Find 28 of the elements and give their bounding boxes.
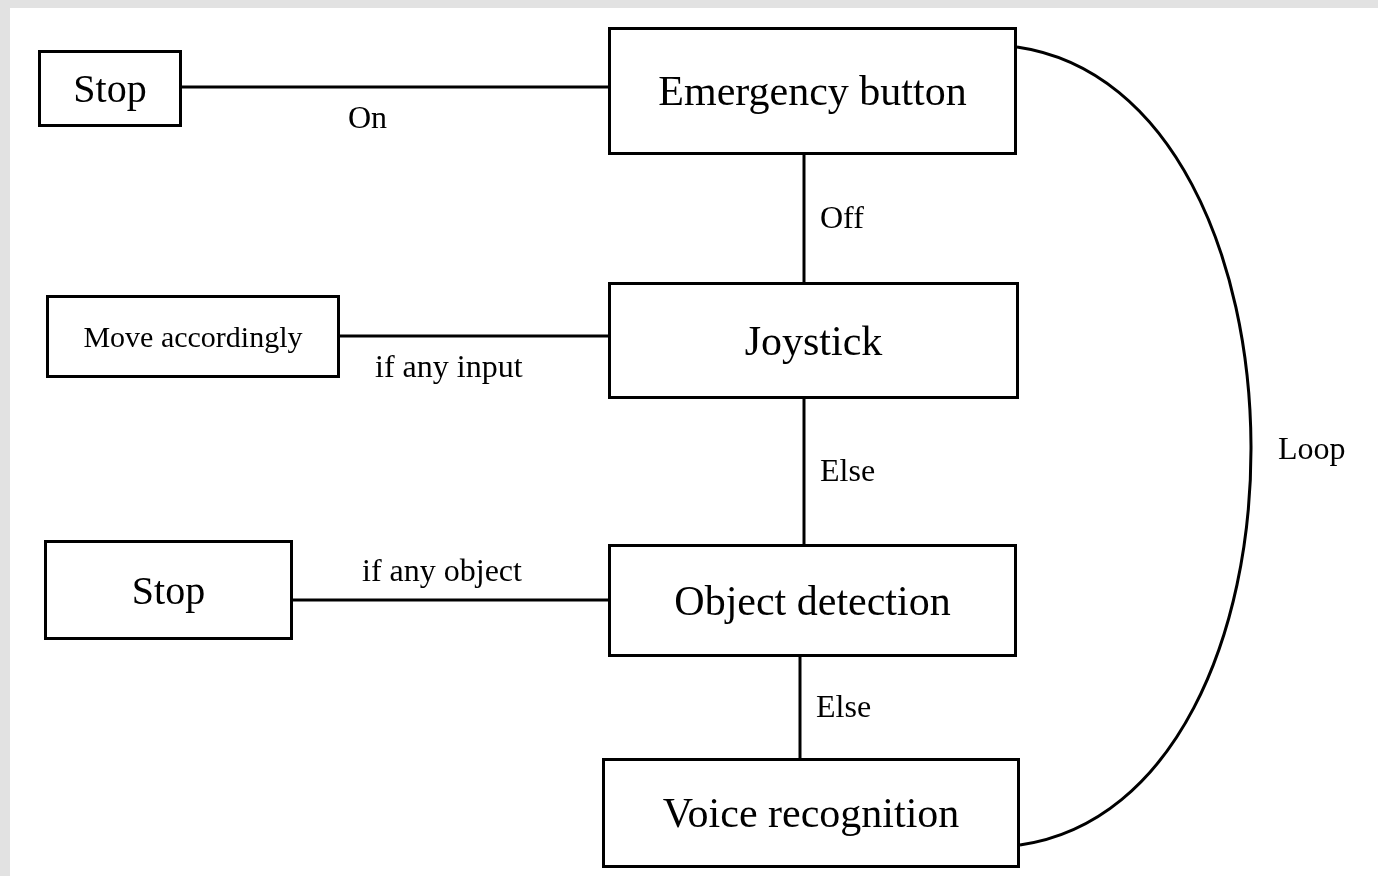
connector-line	[1016, 45, 1253, 847]
edge-label: Else	[816, 689, 872, 722]
edge-label: Loop	[1278, 432, 1346, 464]
edge-label: if any object	[362, 554, 522, 586]
connector-line	[798, 657, 802, 758]
edge-label: Off	[820, 200, 864, 233]
box-label: Joystick	[744, 316, 883, 365]
process-box	[608, 282, 1019, 399]
connector-line	[293, 598, 608, 602]
connector-line	[802, 155, 806, 282]
edge-label: Else	[820, 453, 876, 486]
box-label: Voice recognition	[662, 789, 960, 837]
connector-line	[340, 334, 608, 338]
process-box	[46, 295, 340, 378]
edge-label: On	[348, 101, 388, 133]
box-label: Object detection	[674, 576, 951, 625]
connector-line	[802, 399, 806, 544]
box-label: Stop	[73, 65, 147, 112]
process-box	[608, 544, 1017, 657]
process-box	[38, 50, 182, 127]
box-label: Move accordingly	[83, 319, 303, 354]
process-box	[44, 540, 293, 640]
box-label: Emergency button	[658, 67, 967, 115]
process-box	[602, 758, 1020, 868]
connector-line	[182, 85, 608, 89]
box-label: Stop	[131, 566, 206, 614]
edge-label: if any input	[375, 350, 523, 382]
process-box	[608, 27, 1017, 155]
